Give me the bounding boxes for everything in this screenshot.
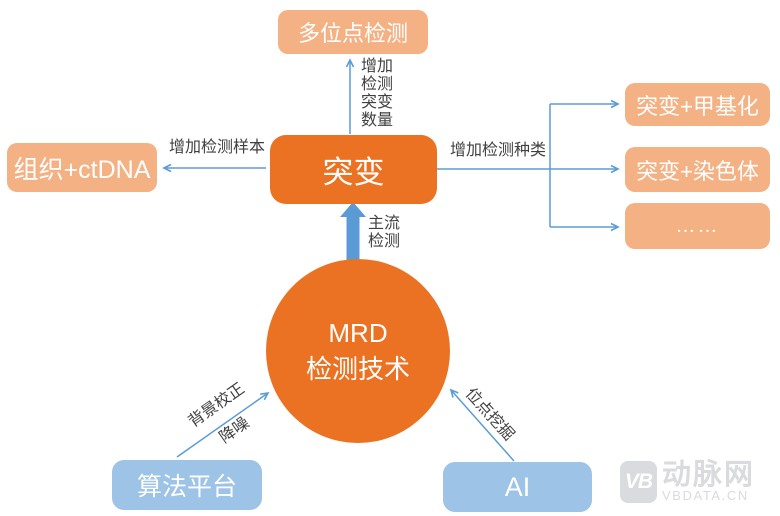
connector-main-block-arrow [340,202,366,261]
circle-label-line1: MRD [328,318,388,348]
watermark-brand: 动脉网 [662,459,756,491]
node-mutation-chromosome: 突变+染色体 [625,147,770,192]
vbdata-watermark: VB 动脉网 VBDATA.CN [620,461,755,503]
watermark-text: 动脉网 VBDATA.CN [662,461,755,503]
edge-label-mainstream-detection: 主流检测 [368,215,401,250]
node-mutation: 突变 [270,135,437,204]
node-tissue-ctdna: 组织+ctDNA [7,143,157,192]
node-ellipsis: …… [625,203,770,249]
circle-label-line2: 检测技术 [305,354,410,384]
edge-label-increase-types: 增加检测种类 [449,142,546,159]
vb-logo-icon: VB [620,461,657,503]
edge-label-increase-mutation-count: 增加检测突变数量 [361,58,394,129]
edge-label-site-mining: 位点挖掘 [461,385,518,445]
node-multisite-detection: 多位点检测 [278,10,428,54]
node-ai: AI [443,462,592,512]
node-mutation-methylation: 突变+甲基化 [625,83,770,126]
edge-label-denoise: 降噪 [216,414,253,447]
node-algorithm-platform: 算法平台 [112,460,262,510]
watermark-domain: VBDATA.CN [662,488,749,503]
edge-label-increase-samples: 增加检测样本 [168,139,265,156]
node-mrd-technology-circle: MRD 检测技术 [266,259,450,443]
